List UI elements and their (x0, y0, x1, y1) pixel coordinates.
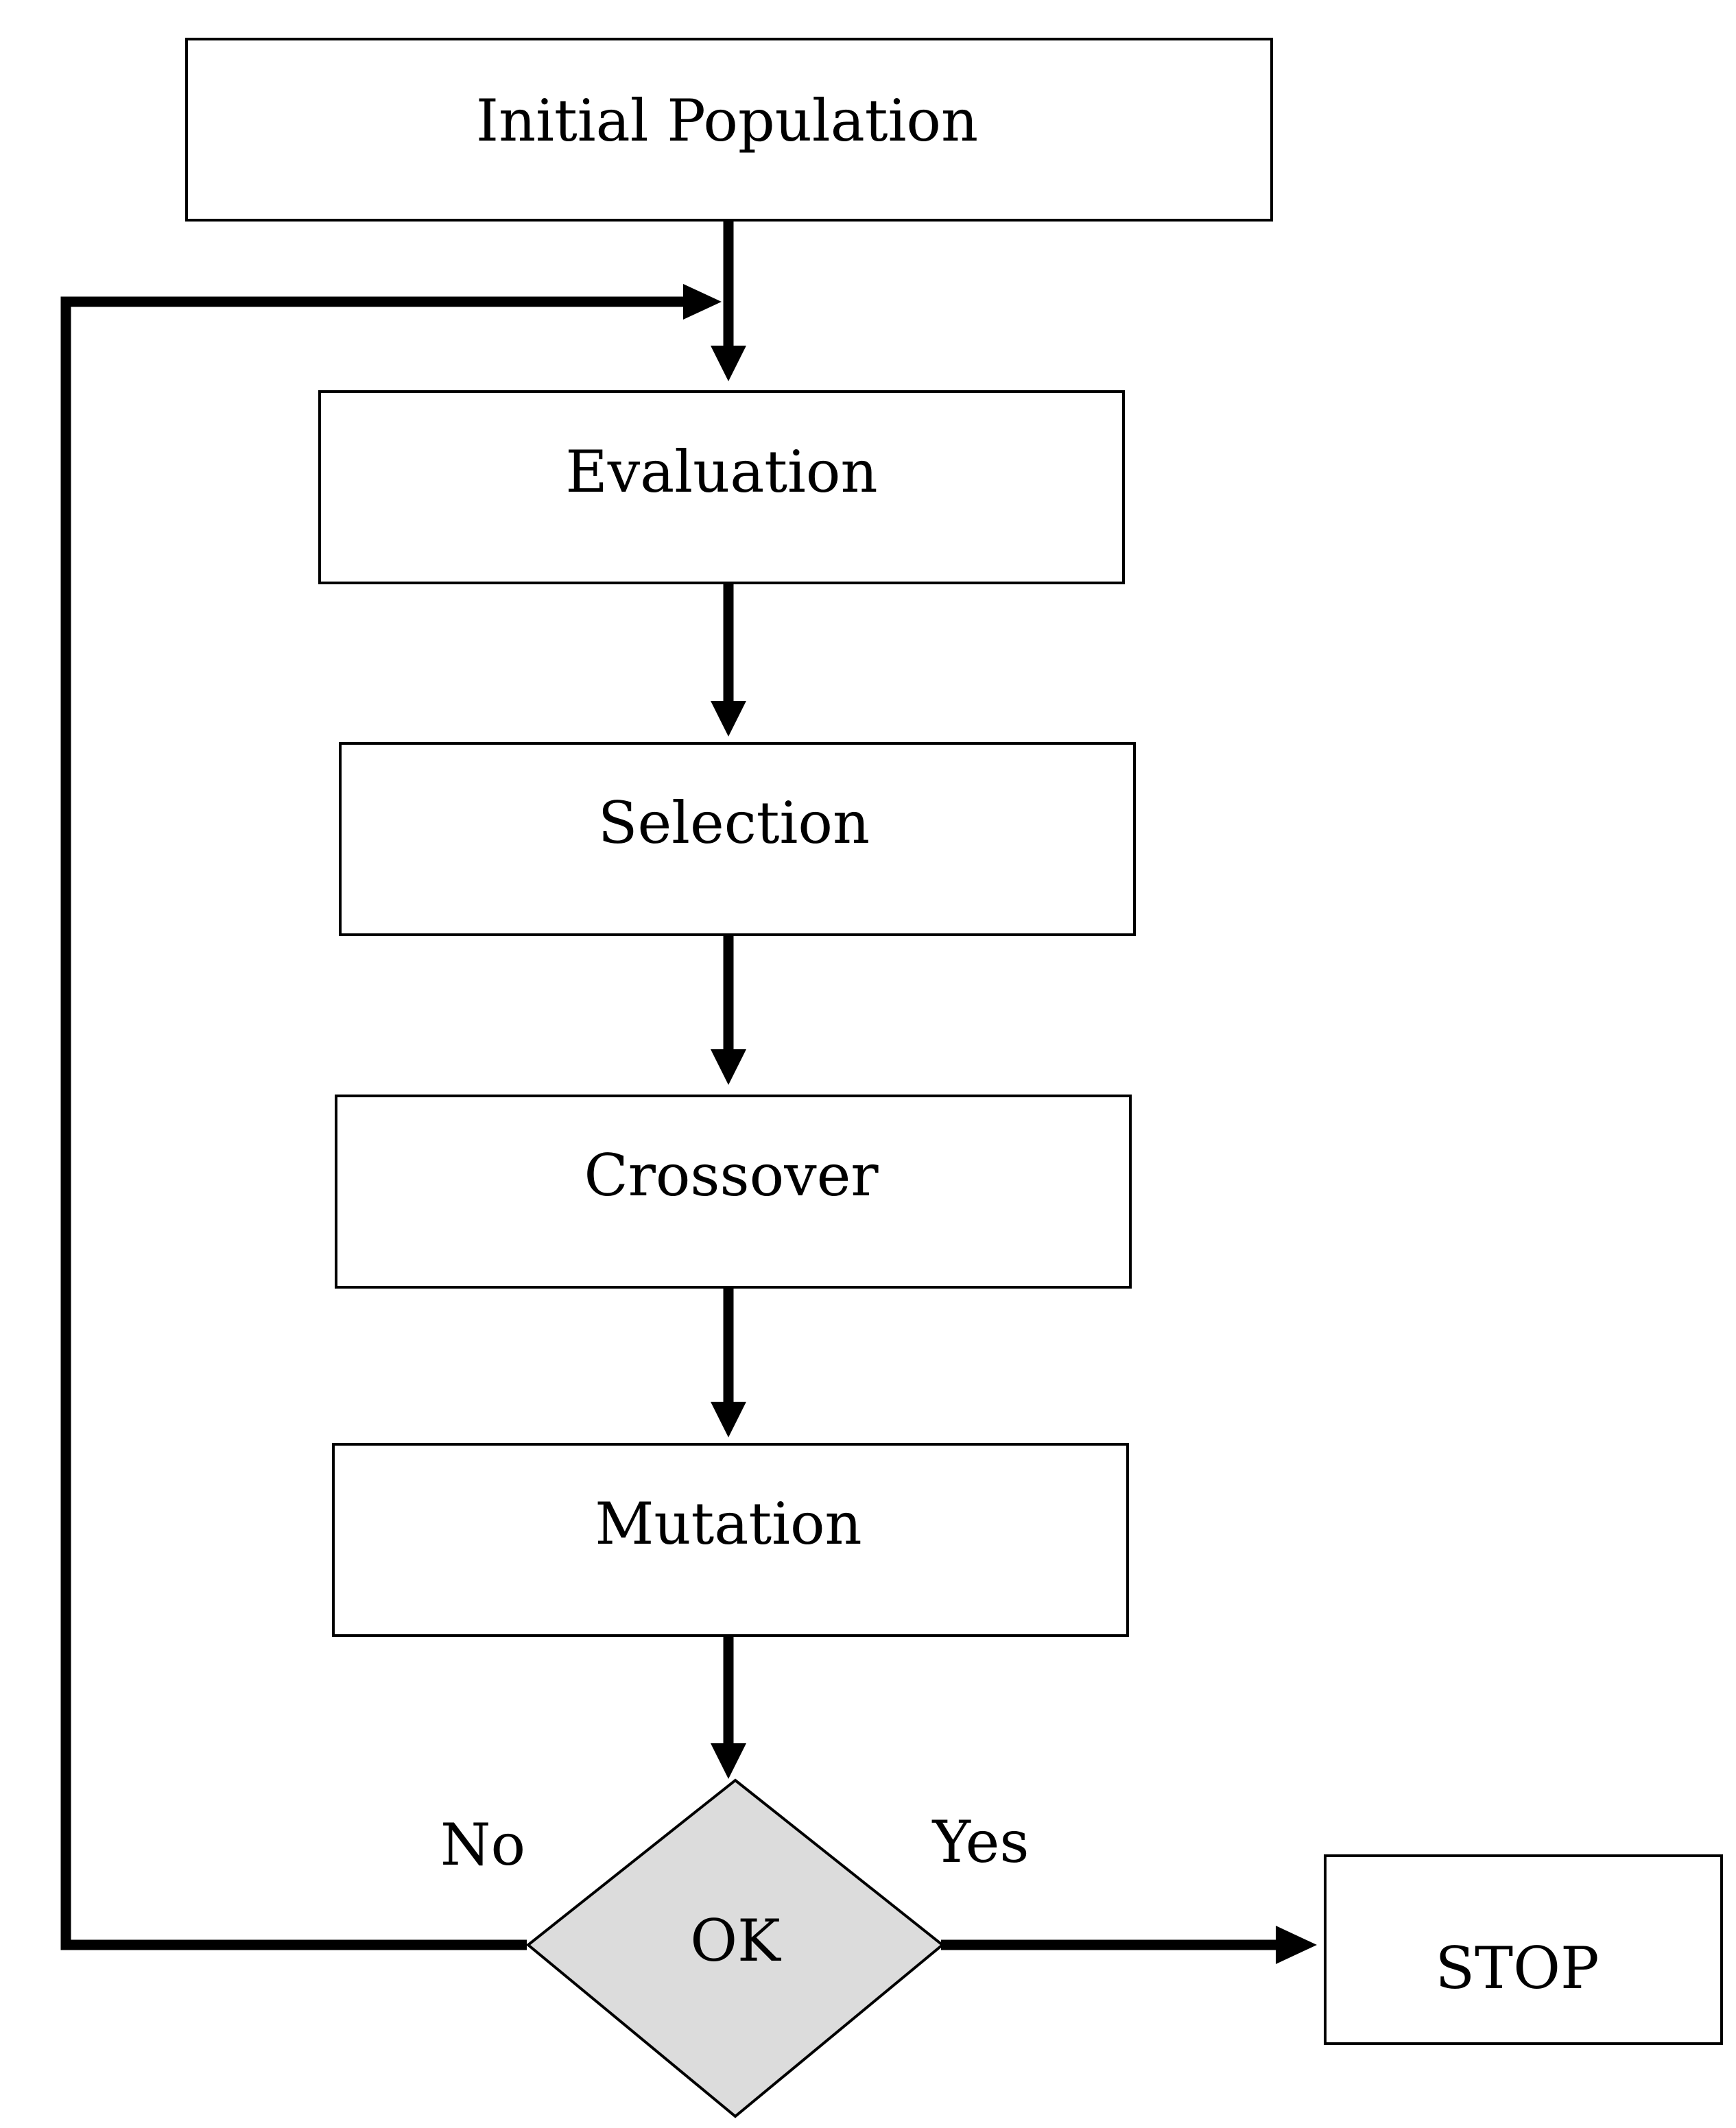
no-edge-label: No (440, 1811, 525, 1878)
arrowhead-evaluation (711, 346, 746, 381)
arrowhead-stop (1276, 1926, 1317, 1964)
decision-diamond (525, 1778, 945, 2118)
initial-population-box (185, 38, 1273, 222)
arrowhead-loop-back (683, 284, 722, 320)
stop-label: STOP (1436, 1935, 1600, 2002)
evaluation-label: Evaluation (565, 438, 877, 505)
mutation-box (332, 1443, 1129, 1637)
arrowhead-crossover (711, 1049, 746, 1085)
arrowhead-decision (711, 1743, 746, 1779)
selection-box (339, 742, 1136, 936)
mutation-label: Mutation (595, 1490, 861, 1557)
loop-back-connector (60, 296, 686, 1950)
crossover-box (335, 1095, 1132, 1289)
decision-label: OK (690, 1907, 782, 1974)
crossover-label: Crossover (584, 1142, 879, 1209)
stop-box (1324, 1854, 1723, 2045)
arrowhead-selection (711, 701, 746, 737)
arrowhead-mutation (711, 1402, 746, 1437)
yes-edge-label: Yes (932, 1808, 1030, 1876)
evaluation-box (318, 390, 1125, 584)
selection-label: Selection (598, 789, 870, 857)
initial-population-label: Initial Population (476, 87, 978, 154)
